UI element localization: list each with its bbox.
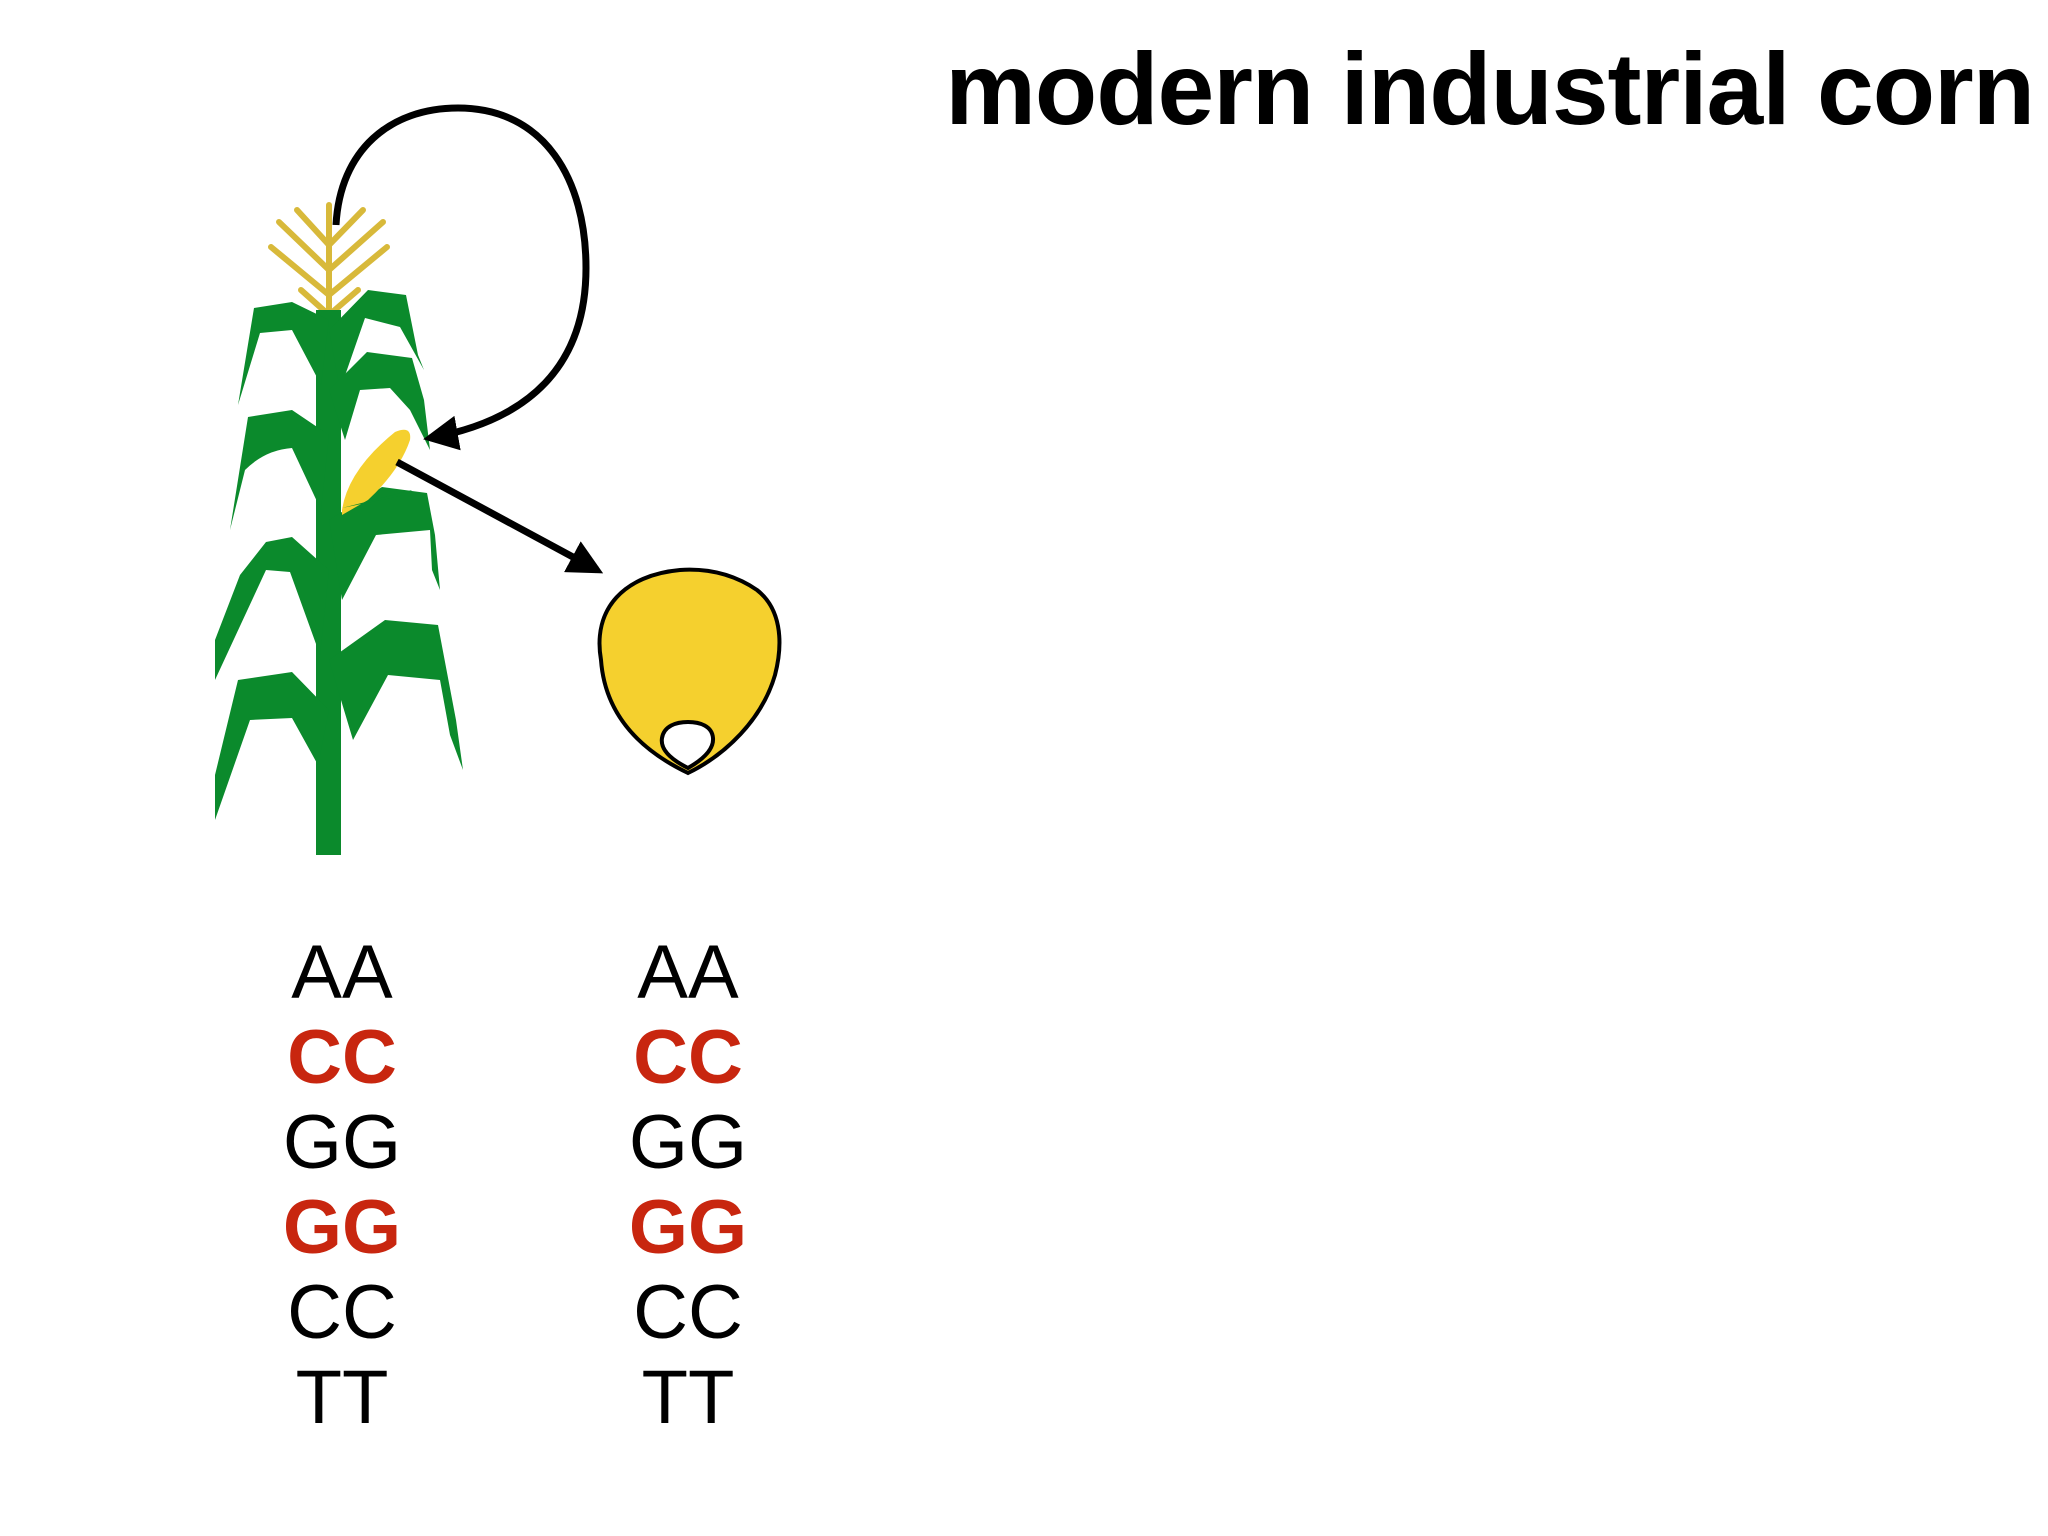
genotype-row-highlighted: GG [628,1185,748,1270]
genotype-row-highlighted: CC [287,1015,397,1100]
pollination-arrow [332,104,590,451]
genotype-row: GG [628,1100,748,1185]
genotype-row-highlighted: GG [282,1185,402,1270]
genotype-row-highlighted: CC [633,1015,743,1100]
genotype-row: GG [282,1100,402,1185]
corn-kernel-icon [597,567,782,776]
genotype-row: TT [295,1355,389,1440]
genotype-row: AA [637,930,739,1015]
kernel-germ [659,719,716,771]
genotype-row: CC [287,1270,397,1355]
corn-plant-icon [215,202,463,855]
leaves [215,290,463,820]
diagram-title: modern industrial corn [945,32,2035,146]
seed-genotype: AA CC GG GG CC TT [588,930,788,1440]
seed-production-arrow [395,458,604,574]
genotype-row: AA [291,930,393,1015]
genotype-row: CC [633,1270,743,1355]
corn-ear-icon [342,429,412,515]
plant-genotype: AA CC GG GG CC TT [242,930,442,1440]
genotype-row: TT [641,1355,735,1440]
